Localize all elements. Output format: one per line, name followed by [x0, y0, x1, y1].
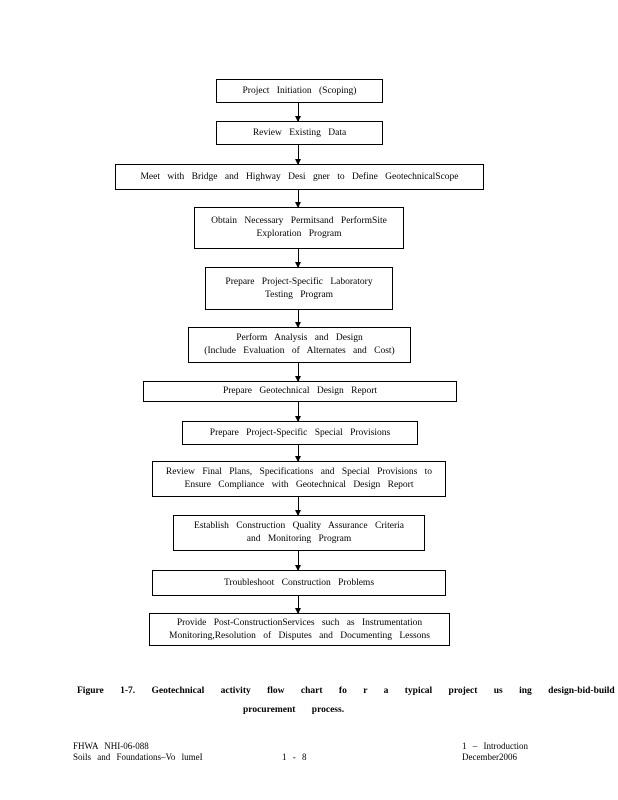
- flow-arrow: [295, 190, 301, 208]
- flow-step-text: Prepare Geotechnical Design Report: [222, 386, 378, 396]
- flow-step-box: Perform Analysis and Design (Include Eval…: [188, 327, 411, 363]
- flow-arrow: [295, 103, 301, 122]
- flow-step-text: Provide Post-ConstructionServices such a…: [176, 617, 423, 628]
- flow-step-box: Troubleshoot Construction Problems: [152, 570, 446, 596]
- flow-step-box: Establish Construction Quality Assurance…: [173, 515, 425, 551]
- flow-step-text: Monitoring,Resolution of Disputes and Do…: [169, 630, 430, 641]
- flow-arrow: [295, 445, 301, 462]
- flow-step-text: Establish Construction Quality Assurance…: [194, 521, 404, 531]
- flow-step-text: Review Existing Data: [252, 127, 347, 138]
- flow-step-box: Project Initiation (Scoping): [216, 79, 383, 103]
- flow-step-text: Obtain Necessary Permitsand PerformSite: [211, 216, 387, 226]
- flow-arrow: [295, 249, 301, 268]
- flow-step-box: Provide Post-ConstructionServices such a…: [149, 613, 450, 646]
- figure-caption-line1: Figure 1-7. Geotechnical activity flow c…: [77, 686, 615, 696]
- flow-arrow: [295, 551, 301, 571]
- flow-arrow: [295, 310, 301, 328]
- flow-step-text: Prepare Project-Specific Special Provisi…: [209, 427, 391, 438]
- flow-arrow: [295, 363, 301, 382]
- flow-arrow: [295, 497, 301, 516]
- flow-step-text: Testing Program: [265, 289, 333, 300]
- flow-arrow: [295, 402, 301, 422]
- flow-step-text: Troubleshoot Construction Problems: [223, 577, 375, 588]
- flow-step-text: and Monitoring Program: [246, 534, 352, 544]
- flow-step-text: Exploration Program: [256, 229, 342, 239]
- flow-step-text: (Include Evaluation of Alternates and Co…: [204, 346, 395, 356]
- flow-step-text: Perform Analysis and Design: [236, 333, 363, 343]
- flow-step-box: Review Existing Data: [216, 121, 383, 145]
- flow-step-box: Review Final Plans, Specifications and S…: [152, 461, 446, 497]
- footer-page-number: 1 - 8: [282, 752, 307, 762]
- footer-title: Soils and Foundations–Vo lumeI: [73, 752, 203, 762]
- flow-step-text: Ensure Compliance with Geotechnical Desi…: [184, 480, 414, 490]
- figure-caption-line2: procurement process.: [243, 705, 345, 715]
- flow-step-box: Prepare Project-Specific Special Provisi…: [182, 421, 418, 445]
- footer-date: December2006: [462, 752, 517, 762]
- flow-step-text: Prepare Project-Specific Laboratory: [225, 276, 373, 287]
- footer-doc-id: FHWA NHI-06-088: [73, 741, 149, 751]
- flow-step-box: Prepare Geotechnical Design Report: [143, 381, 457, 402]
- flow-step-text: Meet with Bridge and Highway Desi gner t…: [140, 171, 459, 182]
- flow-step-text: Project Initiation (Scoping): [242, 85, 357, 96]
- flow-step-text: Review Final Plans, Specifications and S…: [165, 467, 433, 477]
- flow-arrow: [295, 145, 301, 165]
- flow-arrow: [295, 596, 301, 614]
- flow-step-box: Meet with Bridge and Highway Desi gner t…: [115, 164, 484, 190]
- footer-chapter: 1 – Introduction: [462, 741, 528, 751]
